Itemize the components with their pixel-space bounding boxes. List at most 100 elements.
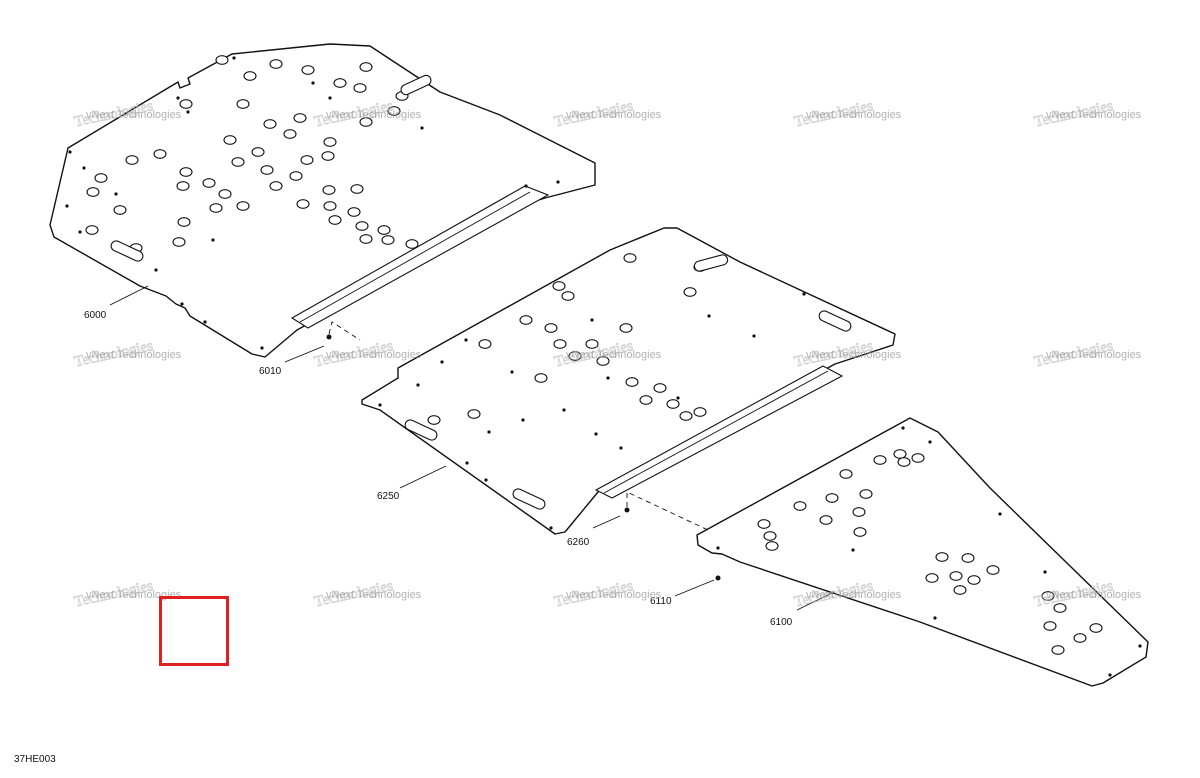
mounting-hole [209, 203, 223, 213]
rivet-point [176, 96, 180, 100]
rivet-point [901, 426, 905, 430]
rivet-point [1108, 673, 1112, 677]
rivet-point [619, 446, 623, 450]
callout-6110[interactable]: 6110 [650, 596, 672, 607]
highlight-box[interactable] [159, 596, 229, 666]
fastener-6260[interactable] [624, 491, 709, 531]
rivet-point [487, 430, 491, 434]
rivet-point [716, 546, 720, 550]
mounting-hole [897, 457, 911, 467]
mounting-hole [825, 493, 839, 503]
mounting-hole [359, 117, 373, 127]
fastener-6110[interactable] [715, 575, 721, 581]
mounting-hole [359, 234, 373, 244]
mounting-hole [561, 291, 575, 301]
svg-text:vNext Technologies: vNext Technologies [566, 349, 662, 361]
mounting-hole [935, 552, 949, 562]
mounting-hole [179, 99, 193, 109]
mounting-hole [289, 171, 303, 181]
rivet-point [933, 616, 937, 620]
mounting-hole [967, 575, 981, 585]
rivet-point [484, 478, 488, 482]
mounting-hole [478, 339, 492, 349]
mounting-hole [853, 527, 867, 537]
mounting-hole [177, 217, 191, 227]
skid-plate-6100[interactable] [696, 417, 1149, 687]
mounting-hole [819, 515, 833, 525]
rivet-point [420, 126, 424, 130]
callout-6260[interactable]: 6260 [567, 537, 590, 548]
svg-text:vNext Technologies: vNext Technologies [326, 109, 422, 121]
skid-plate-6250[interactable] [361, 227, 896, 535]
reference-code: 37HE003 [14, 754, 56, 765]
fastener-6010[interactable] [326, 321, 361, 341]
svg-text:vNext Technologies: vNext Technologies [566, 109, 662, 121]
mounting-hole [94, 173, 108, 183]
mounting-hole [1051, 645, 1065, 655]
mounting-hole [236, 99, 250, 109]
mounting-hole [949, 571, 963, 581]
mounting-hole [666, 399, 680, 409]
mounting-hole [1043, 621, 1057, 631]
mounting-hole [623, 253, 637, 263]
mounting-hole [355, 221, 369, 231]
mounting-hole [763, 531, 777, 541]
mounting-hole [693, 407, 707, 417]
skid-plate-6000[interactable] [49, 43, 596, 358]
mounting-hole [347, 207, 361, 217]
rivet-point [440, 360, 444, 364]
mounting-hole [893, 449, 907, 459]
mounting-hole [85, 225, 99, 235]
mounting-hole [125, 155, 139, 165]
rivet-point [154, 268, 158, 272]
svg-text:vNext Technologies: vNext Technologies [86, 589, 182, 601]
rivet-point [211, 238, 215, 242]
mounting-hole [1089, 623, 1103, 633]
mounting-hole [544, 323, 558, 333]
rivet-point [180, 302, 184, 306]
mounting-hole [986, 565, 1000, 575]
leader-lines [109, 285, 835, 611]
rivet-point [65, 204, 69, 208]
mounting-hole [381, 235, 395, 245]
rivet-point [562, 408, 566, 412]
rivet-point [1043, 570, 1047, 574]
mounting-hole [202, 178, 216, 188]
mounting-hole [387, 106, 401, 116]
rivet-point [851, 548, 855, 552]
mounting-hole [260, 165, 274, 175]
rivet-point [416, 383, 420, 387]
callout-6100[interactable]: 6100 [770, 617, 793, 628]
callout-6010[interactable]: 6010 [259, 366, 282, 377]
svg-text:vNext Technologies: vNext Technologies [86, 349, 182, 361]
mounting-hole [873, 455, 887, 465]
svg-text:vNext Technologies: vNext Technologies [806, 109, 902, 121]
rivet-point [311, 81, 315, 85]
svg-text:vNext Technologies: vNext Technologies [806, 589, 902, 601]
mounting-hole [467, 409, 481, 419]
rivet-point [521, 418, 525, 422]
mounting-hole [553, 339, 567, 349]
callout-6250[interactable]: 6250 [377, 491, 400, 502]
mounting-hole [321, 151, 335, 161]
mounting-hole [113, 205, 127, 215]
callout-6000[interactable]: 6000 [84, 310, 107, 321]
rivet-point [549, 526, 553, 530]
mounting-hole [961, 553, 975, 563]
mounting-hole [293, 113, 307, 123]
svg-text:vNext Technologies: vNext Technologies [566, 589, 662, 601]
mounting-hole [619, 323, 633, 333]
svg-text:vNext Technologies: vNext Technologies [1046, 349, 1142, 361]
mounting-hole [172, 237, 186, 247]
rivet-point [464, 338, 468, 342]
svg-text:vNext Technologies: vNext Technologies [86, 109, 182, 121]
mounting-hole [215, 55, 229, 65]
rivet-point [78, 230, 82, 234]
mounting-hole [300, 155, 314, 165]
rivet-point [1138, 644, 1142, 648]
